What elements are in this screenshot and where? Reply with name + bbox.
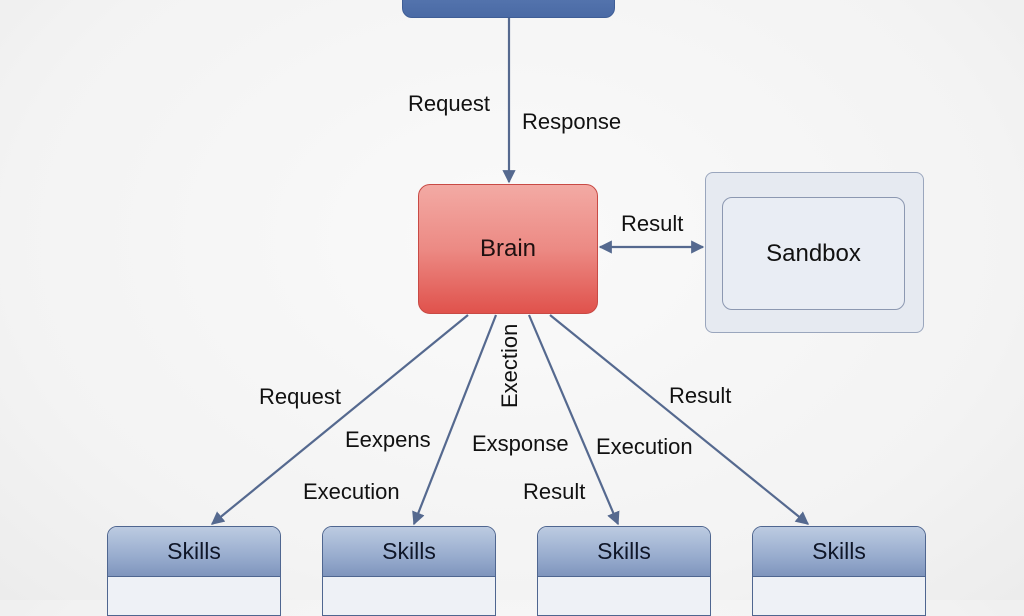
edge-label-eexpens: Eexpens [345,427,431,452]
edge-label-request: Request [259,384,341,409]
sandbox-node[interactable]: Sandbox [722,197,905,310]
edge-brain-skill-2 [412,314,498,526]
skills-label: Skills [382,538,436,564]
edge-label-request: Request [408,91,490,116]
sandbox-label: Sandbox [766,239,861,267]
skills-node-3[interactable]: Skills [537,526,711,616]
edge-label-response: Response [522,109,622,134]
brain-label: Brain [479,235,537,262]
edge-label-execution: Execution [596,434,693,459]
skills-node-1[interactable]: Skills [107,526,281,616]
edge-label-execution: Execution [303,479,400,504]
top-node[interactable] [402,0,615,18]
edge-label-exection-vertical: Exection [497,323,522,408]
brain-node[interactable]: Brain [418,184,598,314]
edge-label-result: Result [523,479,586,504]
skills-label: Skills [597,538,651,564]
skills-node-4[interactable]: Skills [752,526,926,616]
skills-node-2[interactable]: Skills [322,526,496,616]
skills-label: Skills [167,538,221,564]
edge-brain-skill-4 [549,314,810,525]
edge-label-exsponse: Exsponse [472,431,569,456]
edge-label-sandbox-result: Result [621,211,684,236]
edge-label-result: Result [669,383,732,408]
edge-brain-skill-3 [527,314,620,526]
edges-layer [210,18,810,526]
skills-label: Skills [812,538,866,564]
edge-brain-skill-1 [210,314,469,525]
